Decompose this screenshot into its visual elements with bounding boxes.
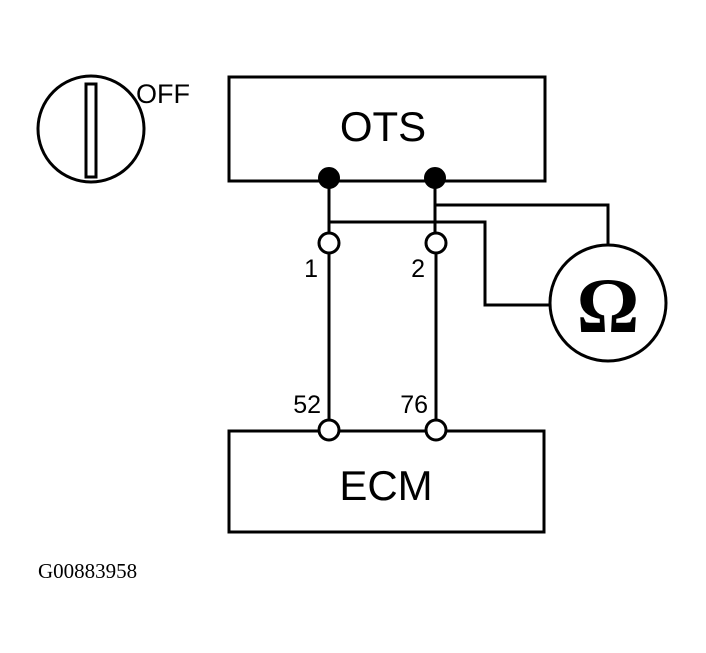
pin-1-label: 1 (304, 255, 318, 283)
ecm-label: ECM (339, 462, 432, 509)
meter-lead-b (433, 178, 610, 245)
ohmmeter: Ω (548, 243, 668, 363)
connector-pin-2 (424, 231, 448, 255)
ots-component-box (227, 75, 547, 183)
ots-label: OTS (340, 103, 426, 150)
figure-id: G00883958 (38, 559, 137, 583)
switch-state-label: OFF (136, 79, 190, 109)
ecm-pin-52 (317, 418, 341, 442)
ecm-component-box (227, 429, 546, 534)
ohm-icon: Ω (577, 262, 639, 349)
ecm-pin-76 (424, 418, 448, 442)
pin-2-label: 2 (411, 255, 425, 283)
connector-pin-1 (317, 231, 341, 255)
ignition-key-slot (84, 82, 98, 179)
ots-terminal-b (424, 167, 446, 189)
pin-52-label: 52 (293, 391, 321, 419)
ohmmeter-body (548, 243, 668, 363)
pin-76-label: 76 (400, 391, 428, 419)
ignition-switch (36, 74, 146, 184)
ots-terminal-a (318, 167, 340, 189)
meter-lead-a (329, 220, 557, 307)
